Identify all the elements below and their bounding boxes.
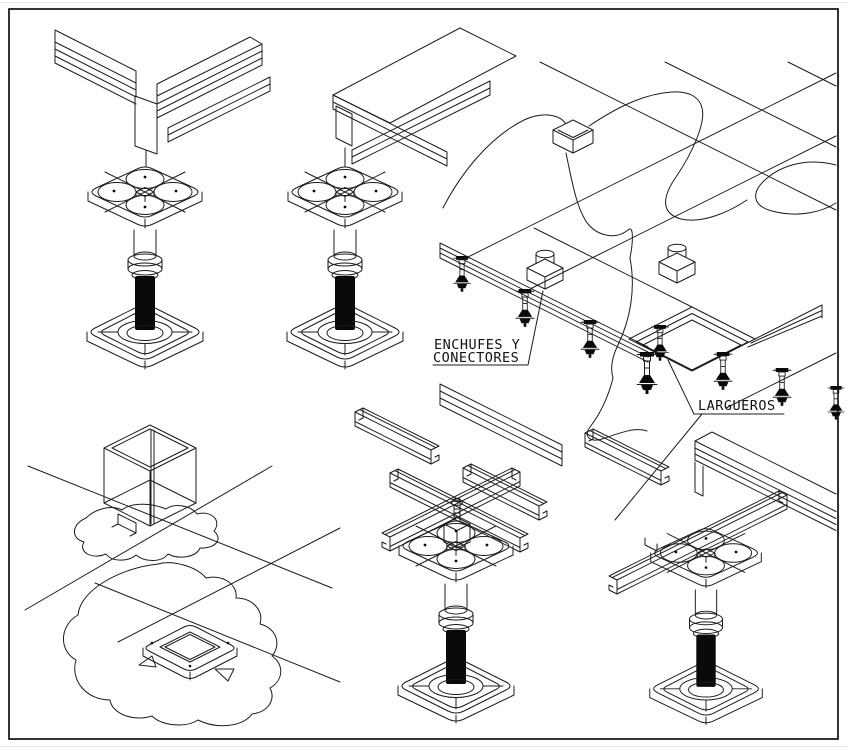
panel-right-lower-slab	[167, 76, 271, 143]
loose-stringer-right	[462, 463, 548, 521]
floor-box-instance-1	[526, 249, 564, 290]
outlet-box-thickness	[142, 647, 238, 681]
loose-stringer	[584, 428, 670, 486]
cable-run-right	[588, 91, 748, 221]
cable-run-left	[442, 114, 567, 209]
vertical-duct	[103, 424, 197, 527]
panel-bracket-tab	[694, 461, 704, 497]
cable-through-opening	[586, 257, 648, 441]
largueros-label: LARGUEROS	[698, 398, 776, 414]
bolt-head-top	[453, 497, 461, 503]
mounted-stringer-ne	[381, 467, 521, 552]
figure-pedestal-panel-corner	[54, 29, 271, 370]
annotation-enchufes: ENCHUFES Y CONECTORES	[432, 290, 544, 366]
junction-box-instance	[552, 119, 594, 154]
panel-corner-notch	[134, 95, 158, 155]
cutout-blob-upper	[74, 503, 219, 561]
panel-slab-right	[694, 431, 837, 531]
center-post	[443, 517, 471, 549]
outlet-box-feet	[138, 655, 235, 682]
stringer-extension	[747, 304, 823, 348]
panel-right-slab	[156, 36, 263, 119]
pedestal-instance-3	[397, 520, 515, 724]
figure-pedestal-stringer-cross	[354, 383, 563, 724]
sheet-border	[8, 8, 839, 740]
jack-instance	[772, 367, 792, 407]
outlet-box-screw	[150, 641, 154, 645]
mounted-stringer-se	[389, 468, 529, 553]
jack-instance	[515, 288, 535, 328]
mounted-stringer	[608, 490, 788, 595]
enchufes-label-line2: CONECTORES	[433, 350, 519, 366]
panel-left-slab	[54, 29, 137, 105]
panel-second-band	[351, 80, 491, 165]
cutout-blob-lower	[63, 562, 282, 727]
loose-stringer-left	[354, 407, 440, 465]
enchufes-leader-line	[432, 290, 544, 366]
outlet-box-opening	[159, 631, 221, 663]
floor-edge-band	[439, 242, 649, 363]
duct-connector-nub	[111, 513, 137, 537]
figure-pedestal-panel-edge	[286, 27, 517, 370]
outlet-box-outline	[145, 625, 235, 671]
pedestal-instance-2	[286, 166, 404, 370]
largueros-leader-down	[614, 413, 703, 521]
bolt-head	[451, 500, 463, 506]
figure-floor-grid-assembly	[439, 61, 845, 441]
panel-slab-above	[439, 383, 563, 467]
cable-hook-right	[755, 161, 837, 215]
floor-box-instance-2	[658, 243, 696, 284]
outlet-box-screw	[188, 664, 192, 668]
jack-instance	[651, 324, 669, 362]
cable-drop-from-box	[565, 152, 633, 259]
stringer-end-bracket	[644, 537, 658, 552]
annotation-largueros: LARGUEROS	[614, 359, 785, 521]
pedestal-instance-4	[649, 528, 763, 726]
jack-instance	[827, 385, 845, 421]
pedestal-instance-1	[86, 166, 204, 370]
figure-floor-outlet-cutout	[24, 424, 341, 727]
outlet-box-screw	[226, 641, 230, 645]
floor-grid-lines	[24, 465, 341, 683]
panel-corner-flap	[335, 105, 353, 168]
panel-joint-lines	[467, 61, 837, 409]
fixing-bolt	[453, 504, 461, 522]
largueros-leader-up	[667, 359, 695, 415]
figure-pedestal-stringer-run	[584, 428, 837, 726]
enchufes-label-line1: ENCHUFES Y	[434, 337, 520, 353]
